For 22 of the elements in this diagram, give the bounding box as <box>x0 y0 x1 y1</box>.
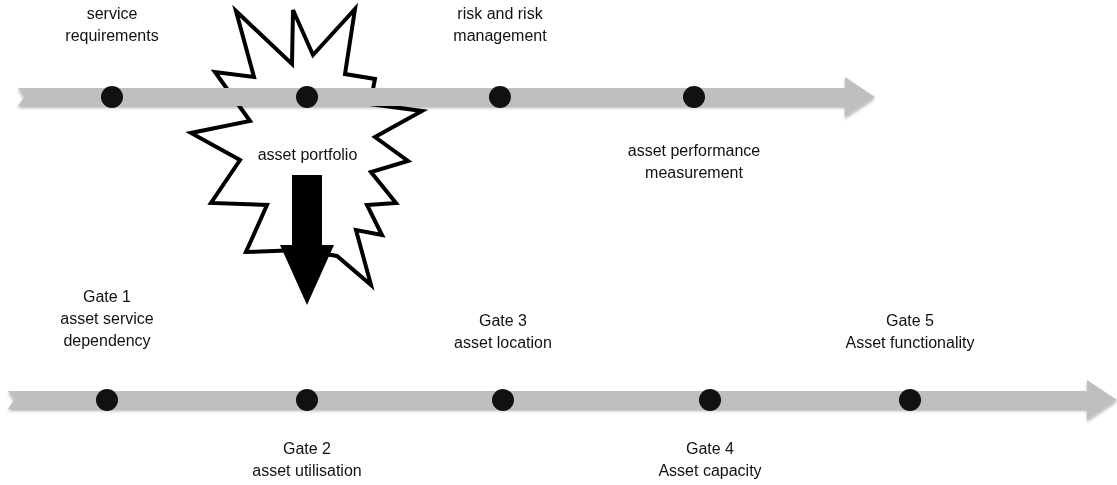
timeline-dot <box>96 389 118 411</box>
timeline-dot <box>683 86 705 108</box>
gate-heading: Gate 3 <box>478 311 528 331</box>
milestone-label: asset service dependency <box>59 309 155 351</box>
timeline-dot <box>296 389 318 411</box>
gate-heading: Gate 1 <box>82 287 132 307</box>
milestone-label: Asset capacity <box>657 461 763 481</box>
milestone-label: asset performance measurement <box>626 141 762 183</box>
milestone-label: risk and risk management <box>452 4 548 46</box>
timeline-dot <box>489 86 511 108</box>
timeline-dot <box>492 389 514 411</box>
gate-heading: Gate 5 <box>885 311 935 331</box>
milestone-label: service requirements <box>64 4 160 46</box>
milestone-label: asset location <box>453 333 553 353</box>
timeline-dot <box>101 86 123 108</box>
gate-heading: Gate 4 <box>685 439 735 459</box>
gate-heading: Gate 2 <box>282 439 332 459</box>
timeline-dot <box>699 389 721 411</box>
timeline-dot <box>899 389 921 411</box>
milestone-label: asset utilisation <box>251 461 363 481</box>
burst-label: asset portfolio <box>256 145 359 165</box>
milestone-label: Asset functionality <box>844 333 976 353</box>
